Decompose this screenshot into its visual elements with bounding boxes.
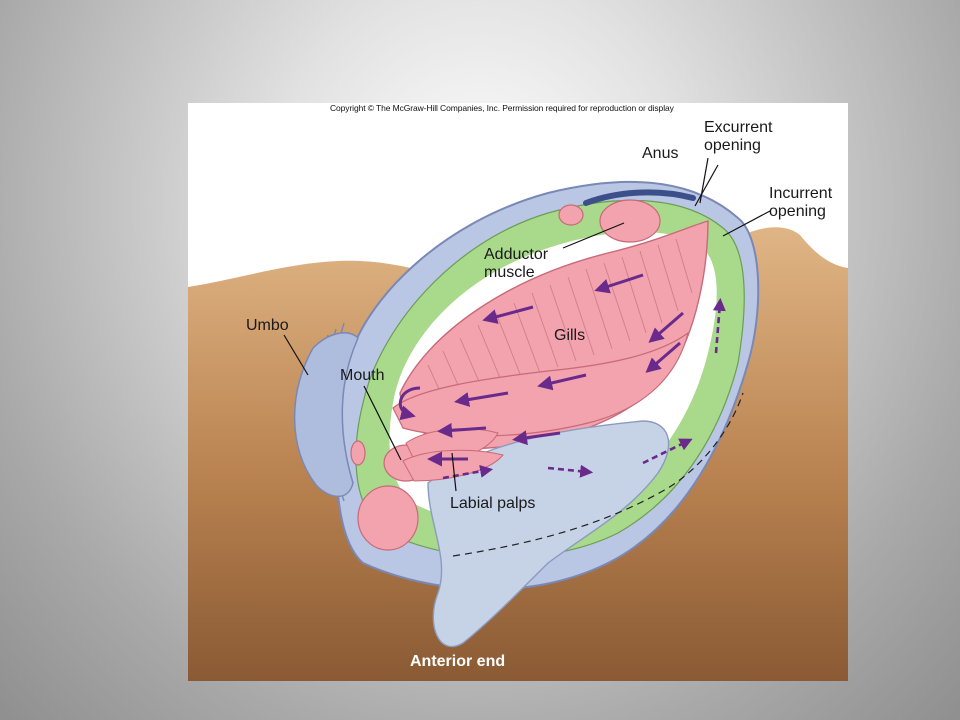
gill-filaments — [427, 238, 693, 414]
label-anus: Anus — [642, 145, 679, 162]
label-umbo: Umbo — [246, 317, 289, 334]
label-gills: Gills — [554, 327, 586, 344]
label-mouth: Mouth — [340, 367, 385, 384]
copyright-notice: Copyright © The McGraw-Hill Companies, I… — [330, 103, 674, 113]
leader-lines — [283, 157, 771, 492]
small-muscle-2 — [350, 440, 366, 466]
clam-diagram — [188, 157, 848, 681]
adductor-muscle — [599, 199, 661, 243]
shell-margin-dashed — [452, 392, 744, 557]
water-flow-dashed-arrows — [442, 297, 726, 480]
label-incurrent-opening: Incurrent opening — [769, 185, 833, 220]
anus-tube — [583, 189, 696, 206]
label-excurrent-opening: Excurrent opening — [704, 119, 773, 154]
anterior-adductor — [357, 485, 419, 551]
clam-anatomy-figure: Copyright © The McGraw-Hill Companies, I… — [188, 103, 848, 681]
label-labial-palps: Labial palps — [450, 495, 536, 512]
label-adductor-muscle: Adductor muscle — [484, 246, 549, 281]
umbo — [293, 332, 359, 498]
small-muscle — [558, 204, 584, 226]
label-anterior-end: Anterior end — [410, 653, 506, 670]
water-flow-arrows — [398, 273, 684, 467]
